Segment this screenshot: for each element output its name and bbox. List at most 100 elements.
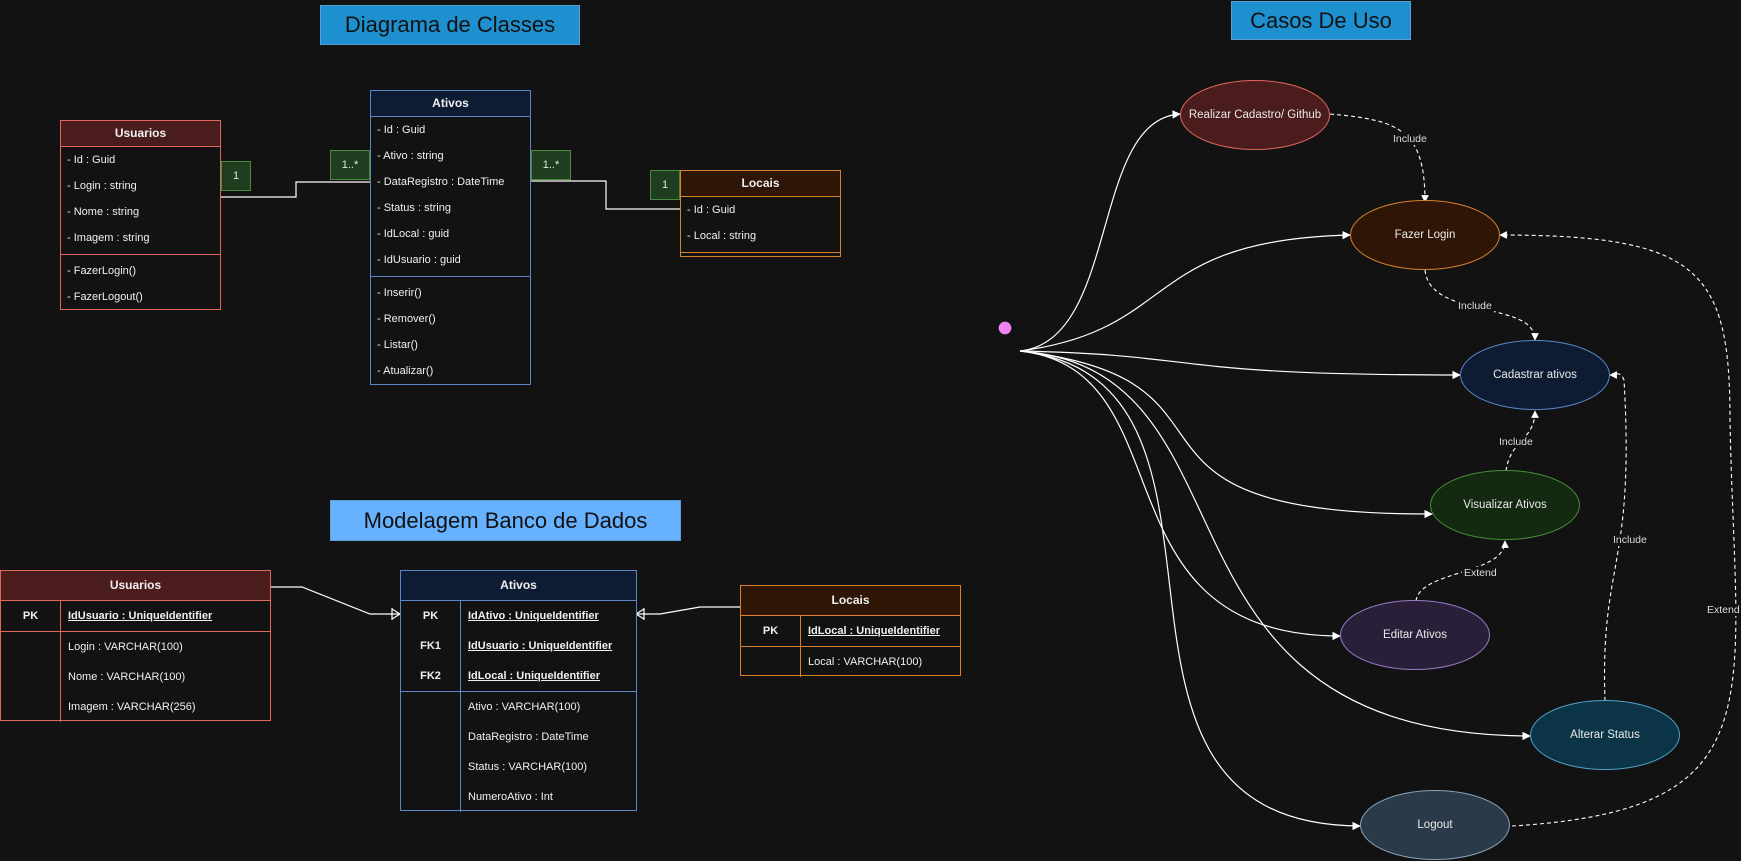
- class-ativos-method: - Inserir(): [377, 287, 422, 299]
- table-row: PK IdAtivo : UniqueIdentifier: [401, 601, 636, 631]
- class-ativos-name: Ativos: [371, 91, 530, 117]
- field-cell: IdUsuario : UniqueIdentifier: [68, 610, 213, 622]
- table-usuarios-name: Usuarios: [1, 571, 270, 601]
- class-usuarios-attr: - Id : Guid: [67, 154, 116, 166]
- pk-divider: [1, 631, 270, 632]
- assoc-ativos-locais: [531, 180, 680, 210]
- table-row: PK IdLocal : UniqueIdentifier: [741, 616, 960, 646]
- uc-assoc-editar: [1019, 350, 1341, 641]
- key-cell: [401, 752, 461, 782]
- label-include: Include: [1456, 300, 1494, 312]
- uc-extend-logout-login: [1499, 231, 1737, 827]
- multiplicity-usuarios: 1: [221, 161, 251, 191]
- key-cell: PK: [741, 616, 801, 646]
- field-cell: DataRegistro : DateTime: [468, 731, 589, 743]
- key-cell: [1, 632, 61, 662]
- usecase-logout: Logout: [1360, 790, 1510, 860]
- class-usuarios-attr: - Nome : string: [67, 206, 140, 218]
- table-usuarios: Usuarios PK IdUsuario : UniqueIdentifier…: [0, 570, 271, 722]
- table-row: FK1 IdUsuario : UniqueIdentifier: [401, 631, 636, 661]
- multiplicity-locais: 1: [650, 170, 680, 200]
- usecase-alterar-status: Alterar Status: [1530, 700, 1680, 770]
- table-ativos: Ativos PK IdAtivo : UniqueIdentifier FK1…: [400, 570, 637, 812]
- class-usuarios-divider: [61, 254, 220, 255]
- key-cell: [1, 692, 61, 722]
- title-db-model: Modelagem Banco de Dados: [330, 500, 681, 541]
- field-cell: Imagem : VARCHAR(256): [68, 701, 196, 713]
- title-use-cases: Casos De Uso: [1231, 1, 1411, 40]
- uc-assoc-visualizar: [1019, 350, 1433, 519]
- table-row: DataRegistro : DateTime: [401, 722, 636, 752]
- field-cell: IdLocal : UniqueIdentifier: [468, 670, 601, 682]
- key-cell: [1, 662, 61, 692]
- class-ativos-method: - Listar(): [377, 339, 418, 351]
- class-usuarios-name: Usuarios: [61, 121, 220, 147]
- uc-assoc-cadastrar: [1019, 350, 1461, 380]
- key-cell: [401, 692, 461, 722]
- label-include: Include: [1611, 534, 1649, 546]
- usecase-visualizar-ativos: Visualizar Ativos: [1430, 470, 1580, 540]
- usecase-fazer-login: Fazer Login: [1350, 200, 1500, 270]
- field-cell: IdUsuario : UniqueIdentifier: [468, 640, 613, 652]
- table-row: Imagem : VARCHAR(256): [1, 692, 270, 722]
- class-locais-attr: - Local : string: [687, 230, 757, 242]
- actor-usuario-label: Usuario: [984, 386, 1025, 398]
- key-cell: FK1: [401, 631, 461, 661]
- key-cell: FK2: [401, 661, 461, 691]
- key-cell: PK: [401, 601, 461, 631]
- field-cell: IdAtivo : UniqueIdentifier: [468, 610, 599, 622]
- class-ativos-attr: - DataRegistro : DateTime: [377, 176, 505, 188]
- uc-assoc-logout: [1019, 350, 1361, 831]
- label-include: Include: [1391, 133, 1429, 145]
- class-usuarios-attr: - Login : string: [67, 180, 137, 192]
- table-row: PK IdUsuario : UniqueIdentifier: [1, 601, 270, 631]
- key-cell: PK: [1, 601, 61, 631]
- field-cell: NumeroAtivo : Int: [468, 791, 553, 803]
- field-cell: Nome : VARCHAR(100): [68, 671, 186, 683]
- actor-usuario-figure: [991, 320, 1019, 379]
- usecase-realizar-cadastro: Realizar Cadastro/ Github: [1180, 80, 1330, 150]
- field-cell: IdLocal : UniqueIdentifier: [808, 625, 941, 637]
- class-locais-attr: - Id : Guid: [687, 204, 736, 216]
- class-ativos-divider: [371, 276, 530, 277]
- class-locais-name: Locais: [681, 171, 840, 197]
- field-cell: Local : VARCHAR(100): [808, 656, 923, 668]
- table-row: NumeroAtivo : Int: [401, 782, 636, 812]
- class-ativos-attr: - Ativo : string: [377, 150, 444, 162]
- class-ativos: Ativos - Id : Guid - Ativo : string - Da…: [370, 90, 531, 385]
- table-row: Status : VARCHAR(100): [401, 752, 636, 782]
- uc-assoc-login: [1019, 230, 1351, 352]
- class-ativos-method: - Remover(): [377, 313, 436, 325]
- table-ativos-name: Ativos: [401, 571, 636, 601]
- class-ativos-attr: - IdLocal : guid: [377, 228, 450, 240]
- class-usuarios: Usuarios - Id : Guid - Login : string - …: [60, 120, 221, 310]
- class-usuarios-method: - FazerLogin(): [67, 265, 137, 277]
- class-ativos-attr: - IdUsuario : guid: [377, 254, 461, 266]
- table-row: Login : VARCHAR(100): [1, 632, 270, 662]
- table-locais: Locais PK IdLocal : UniqueIdentifier Loc…: [740, 585, 961, 677]
- uc-assoc-alterar: [1019, 350, 1531, 741]
- class-locais-divider: [681, 252, 840, 253]
- class-usuarios-attr: - Imagem : string: [67, 232, 150, 244]
- usecase-editar-ativos: Editar Ativos: [1340, 600, 1490, 670]
- key-cell: [401, 722, 461, 752]
- uc-assoc-cadastro: [1019, 110, 1181, 352]
- uc-include-alterar-cadastrar: [1603, 371, 1627, 702]
- field-cell: Login : VARCHAR(100): [68, 641, 183, 653]
- class-usuarios-method: - FazerLogout(): [67, 291, 143, 303]
- class-ativos-attr: - Status : string: [377, 202, 451, 214]
- class-ativos-attr: - Id : Guid: [377, 124, 426, 136]
- key-cell: [741, 647, 801, 677]
- table-row: Ativo : VARCHAR(100): [401, 692, 636, 722]
- table-row: Nome : VARCHAR(100): [1, 662, 270, 692]
- key-cell: [401, 782, 461, 812]
- label-extend: Extend: [1705, 604, 1741, 616]
- class-ativos-method: - Atualizar(): [377, 365, 434, 377]
- rel-locais-ativos: [636, 606, 741, 615]
- assoc-usuarios-ativos: [220, 181, 370, 198]
- label-extend: Extend: [1462, 567, 1499, 579]
- rel-usuarios-ativos: [270, 586, 400, 615]
- table-row: FK2 IdLocal : UniqueIdentifier: [401, 661, 636, 691]
- multiplicity-ativos-right: 1..*: [531, 150, 571, 180]
